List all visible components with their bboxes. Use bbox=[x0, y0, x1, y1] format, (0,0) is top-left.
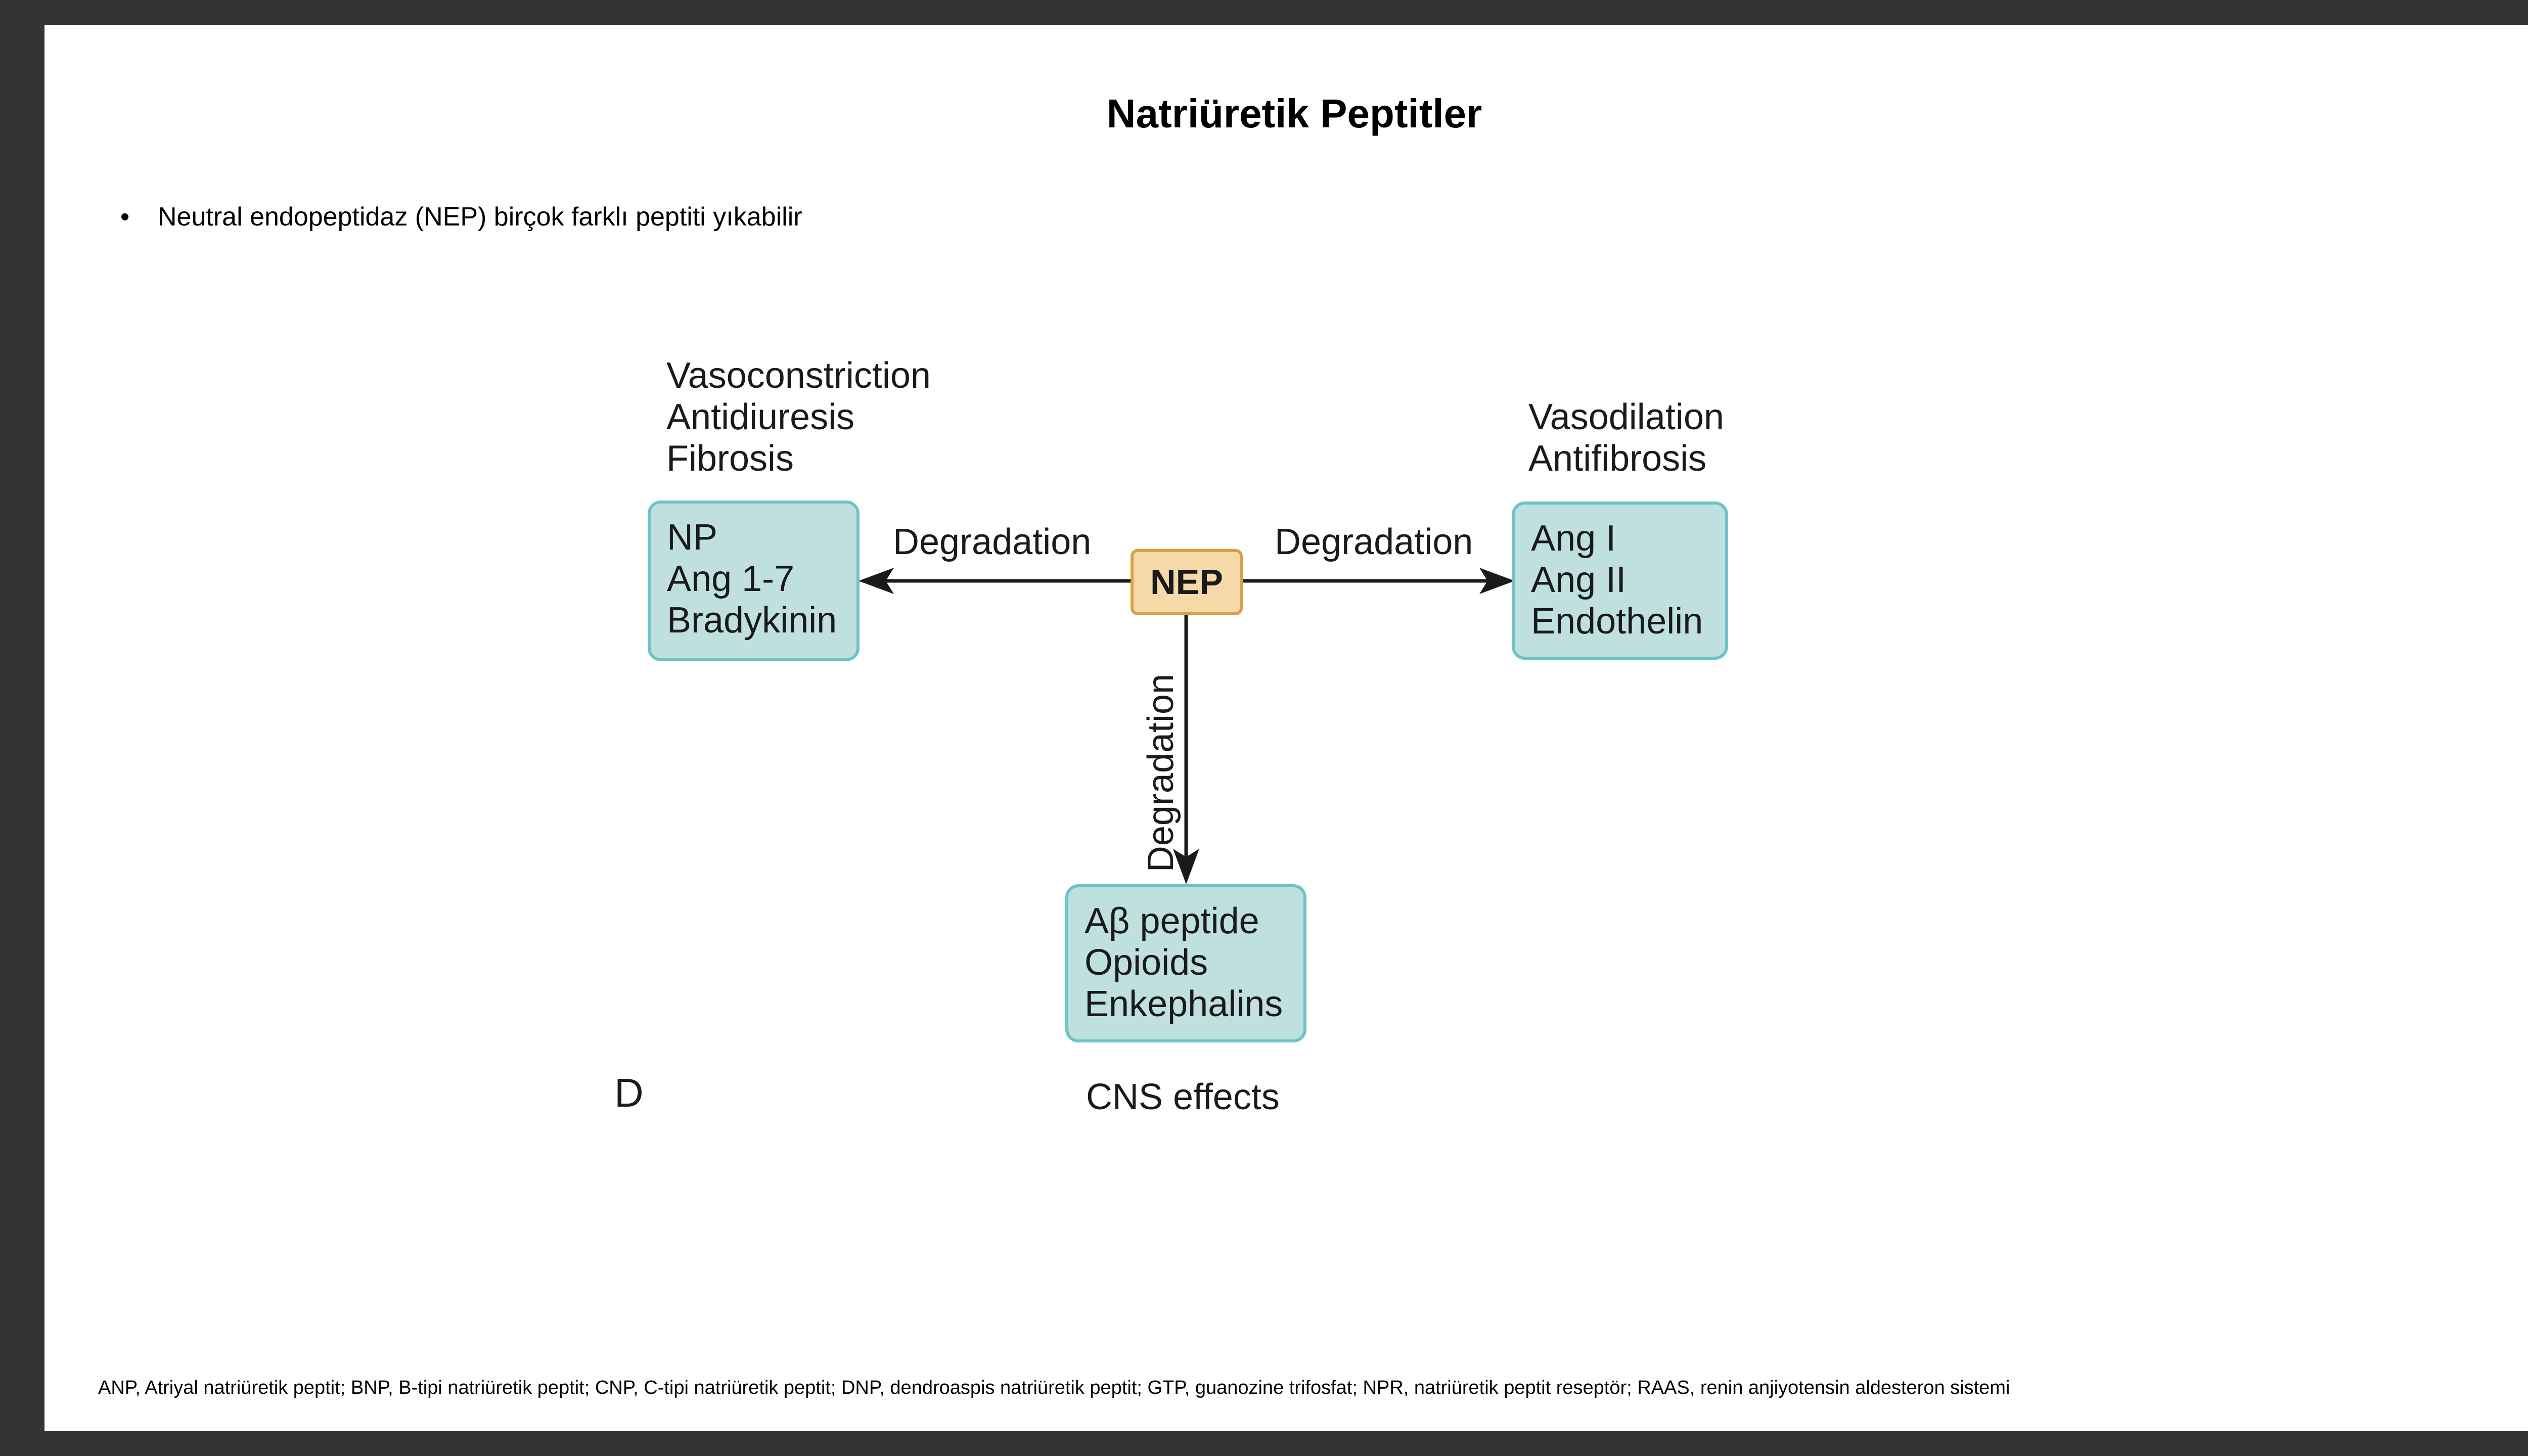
arrow-to-bottom-box bbox=[1173, 615, 1199, 884]
bottom-box-item: Aβ peptide bbox=[1085, 901, 1259, 941]
bullet-text: Neutral endopeptidaz (NEP) birçok farklı… bbox=[158, 202, 802, 232]
bottom-degradation-label: Degradation bbox=[1141, 673, 1181, 873]
bottom-box-item: Opioids bbox=[1085, 942, 1208, 983]
bottom-box-item: Enkephalins bbox=[1085, 984, 1283, 1024]
left-box-item: Bradykinin bbox=[667, 600, 837, 641]
arrow-layer bbox=[859, 568, 1515, 884]
right-degradation-label: Degradation bbox=[1275, 522, 1473, 562]
right-effect-1: Vasodilation bbox=[1528, 397, 1724, 437]
nep-node: NEP bbox=[1131, 549, 1243, 615]
left-peptide-box: NP Ang 1-7 Bradykinin bbox=[648, 500, 860, 661]
bullet-point: • Neutral endopeptidaz (NEP) birçok farkl… bbox=[120, 202, 802, 232]
abbreviation-footnote: ANP, Atriyal natriüretik peptit; BNP, B-… bbox=[98, 1377, 2010, 1398]
bottom-peptide-box: Aβ peptide Opioids Enkephalins bbox=[1065, 884, 1306, 1042]
panel-letter: D bbox=[614, 1070, 644, 1115]
left-effect-2: Antidiuresis bbox=[666, 397, 855, 437]
left-effect-3: Fibrosis bbox=[666, 438, 794, 479]
right-box-item: Endothelin bbox=[1531, 601, 1703, 642]
right-peptide-box: Ang I Ang II Endothelin bbox=[1512, 502, 1728, 660]
arrow-to-right-box bbox=[1243, 568, 1515, 594]
left-box-item: Ang 1-7 bbox=[667, 559, 795, 599]
bullet-marker: • bbox=[120, 202, 130, 232]
left-degradation-label: Degradation bbox=[893, 522, 1092, 562]
bottom-effect-label: CNS effects bbox=[1086, 1077, 1280, 1117]
right-box-item: Ang I bbox=[1531, 518, 1616, 559]
left-effect-1: Vasoconstriction bbox=[666, 355, 931, 396]
right-effect-2: Antifibrosis bbox=[1528, 438, 1707, 479]
slide-title: Natriüretik Peptitler bbox=[1106, 91, 1482, 136]
right-box-item: Ang II bbox=[1531, 560, 1627, 600]
slide: Natriüretik Peptitler • Neutral endopepti… bbox=[44, 25, 2528, 1431]
left-box-item: NP bbox=[667, 517, 718, 558]
arrow-to-left-box bbox=[859, 568, 1131, 594]
